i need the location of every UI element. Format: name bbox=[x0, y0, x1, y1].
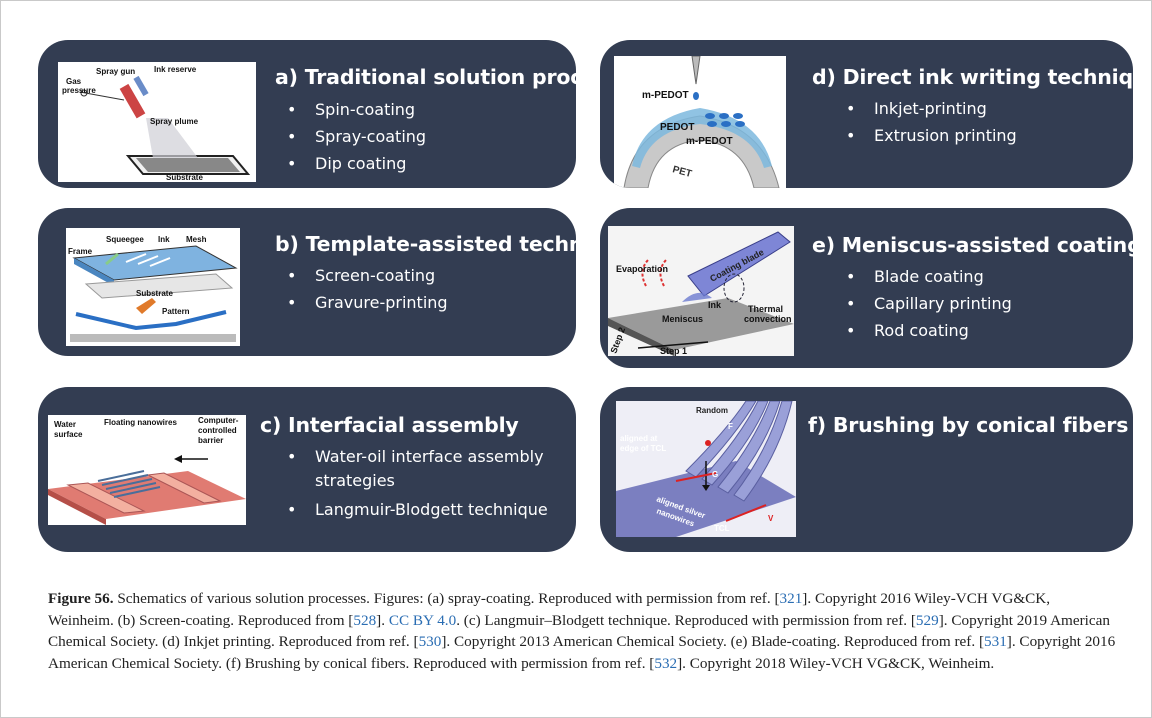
list-item: Water-oil interface assembly strategies bbox=[287, 445, 567, 496]
panel-b-label-mesh: Mesh bbox=[186, 235, 207, 244]
panel-f-label-edge: edge of TCL bbox=[620, 444, 666, 453]
panel-f-title: f) Brushing by conical fibers bbox=[808, 413, 1129, 437]
panel-c-label-floating: Floating nanowires bbox=[104, 418, 177, 427]
panel-b-label-ink: Ink bbox=[158, 235, 170, 244]
ref-link[interactable]: 528 bbox=[353, 611, 377, 629]
panel-e: Evaporation Coating blade Ink Thermal co… bbox=[600, 208, 1133, 368]
caption-label: Figure 56. bbox=[48, 590, 114, 607]
panel-b-list: Screen-coating Gravure-printing bbox=[287, 262, 567, 316]
panel-f-image: Random aligned at edge of TCL aligned si… bbox=[616, 401, 796, 537]
panel-c-label-computer: Computer- bbox=[198, 416, 239, 425]
panel-b-label-pattern: Pattern bbox=[162, 307, 190, 316]
panel-b-image: Squeegee Ink Mesh Frame Substrate Patter… bbox=[66, 228, 240, 346]
caption-text: ]. bbox=[376, 611, 389, 629]
panel-c-image: Water surface Floating nanowires Compute… bbox=[48, 415, 246, 525]
list-item: Blade coating bbox=[846, 263, 1116, 290]
list-item: Spray-coating bbox=[287, 123, 567, 150]
list-item: Dip coating bbox=[287, 150, 567, 177]
panel-f-label-tcl: TCL bbox=[714, 524, 730, 533]
license-link[interactable]: CC BY 4.0 bbox=[388, 611, 457, 629]
panel-f-label-g: G bbox=[712, 470, 718, 479]
caption-text: ]. Copyright 2016 Wiley-VCH VG&CK, Weinh… bbox=[48, 590, 1051, 629]
panel-b-label-frame: Frame bbox=[68, 247, 93, 256]
panel-e-label-step1: Step 1 bbox=[660, 346, 687, 356]
panel-d: m-PEDOT PEDOT m-PEDOT PET d) Direct ink … bbox=[600, 40, 1133, 188]
panel-f-label-random: Random bbox=[696, 406, 728, 415]
panel-c-title: c) Interfacial assembly bbox=[260, 413, 519, 437]
panel-c-label-barrier: barrier bbox=[198, 436, 223, 445]
panel-e-label-evaporation: Evaporation bbox=[616, 264, 668, 274]
panel-b-label-squeegee: Squeegee bbox=[106, 235, 144, 244]
panel-e-label-convection: convection bbox=[744, 314, 792, 324]
panel-c-label-surface: surface bbox=[54, 430, 83, 439]
panel-a-label-inkreserve: Ink reserve bbox=[154, 65, 197, 74]
panel-f-label-aligned: aligned at bbox=[620, 434, 658, 443]
list-item: Screen-coating bbox=[287, 262, 567, 289]
panel-a-label-spraygun: Spray gun bbox=[96, 67, 135, 76]
list-item: Gravure-printing bbox=[287, 289, 567, 316]
panel-c: Water surface Floating nanowires Compute… bbox=[38, 387, 576, 552]
caption-text: ]. Copyright 2018 Wiley-VCH VG&CK, Weinh… bbox=[677, 654, 995, 672]
panel-b-title: b) Template-assisted techniques bbox=[275, 232, 576, 256]
list-item: Extrusion printing bbox=[846, 122, 1116, 149]
list-item: Inkjet-printing bbox=[846, 95, 1116, 122]
ref-link[interactable]: 529 bbox=[915, 611, 939, 629]
figure-caption: Figure 56. Schematics of various solutio… bbox=[48, 588, 1118, 674]
panel-e-title: e) Meniscus-assisted coating bbox=[812, 233, 1133, 257]
ref-link[interactable]: 321 bbox=[779, 590, 803, 607]
panel-e-label-thermal: Thermal bbox=[748, 304, 783, 314]
panel-d-image: m-PEDOT PEDOT m-PEDOT PET bbox=[614, 56, 786, 188]
panel-a-label-pressure: pressure bbox=[62, 86, 96, 95]
panel-e-label-ink: Ink bbox=[708, 300, 722, 310]
panel-a-label-substrate: Substrate bbox=[166, 173, 203, 182]
panel-d-label-mpedot-top: m-PEDOT bbox=[642, 90, 689, 101]
panel-d-label-pedot: PEDOT bbox=[660, 122, 694, 133]
panel-e-list: Blade coating Capillary printing Rod coa… bbox=[846, 263, 1116, 344]
panel-a-title: a) Traditional solution processes bbox=[275, 65, 576, 89]
panel-c-label-water: Water bbox=[54, 420, 76, 429]
panel-d-label-mpedot: m-PEDOT bbox=[686, 136, 733, 147]
panel-c-label-controlled: controlled bbox=[198, 426, 237, 435]
panel-e-image: Evaporation Coating blade Ink Thermal co… bbox=[608, 226, 794, 356]
panel-e-label-meniscus: Meniscus bbox=[662, 314, 703, 324]
caption-text: ]. Copyright 2013 American Chemical Soci… bbox=[441, 633, 984, 650]
ref-link[interactable]: 531 bbox=[984, 633, 1007, 650]
list-item: Langmuir-Blodgett technique bbox=[287, 496, 567, 523]
list-item: Rod coating bbox=[846, 317, 1116, 344]
panel-d-title: d) Direct ink writing techniques bbox=[812, 65, 1133, 89]
caption-text: . (c) Langmuir–Blodgett technique. Repro… bbox=[456, 611, 916, 629]
panel-f-label-force: F bbox=[728, 422, 733, 431]
panel-a: Spray gun Ink reserve Gas pressure Spray… bbox=[38, 40, 576, 188]
ref-link[interactable]: 532 bbox=[654, 654, 678, 672]
ref-link[interactable]: 530 bbox=[418, 633, 442, 650]
caption-text: ]. Copyright 2016 American Chemical Soci… bbox=[48, 633, 1116, 672]
panel-a-label-gas: Gas bbox=[66, 77, 82, 86]
panel-d-list: Inkjet-printing Extrusion printing bbox=[846, 95, 1116, 149]
panel-a-image: Spray gun Ink reserve Gas pressure Spray… bbox=[58, 62, 256, 182]
caption-text: Schematics of various solution processes… bbox=[113, 590, 780, 607]
list-item: Capillary printing bbox=[846, 290, 1116, 317]
panel-a-label-plume: Spray plume bbox=[150, 117, 199, 126]
panel-a-list: Spin-coating Spray-coating Dip coating bbox=[287, 96, 567, 177]
panel-b-label-substrate: Substrate bbox=[136, 289, 173, 298]
panel-d-label-pet: PET bbox=[671, 164, 693, 180]
panel-c-list: Water-oil interface assembly strategies … bbox=[287, 445, 567, 523]
panel-f-label-v: V bbox=[768, 514, 774, 523]
list-item: Spin-coating bbox=[287, 96, 567, 123]
panel-b: Squeegee Ink Mesh Frame Substrate Patter… bbox=[38, 208, 576, 356]
panel-f: Random aligned at edge of TCL aligned si… bbox=[600, 387, 1133, 552]
caption-text: ]. Copyright 2019 American Chemical Soci… bbox=[48, 611, 1110, 651]
